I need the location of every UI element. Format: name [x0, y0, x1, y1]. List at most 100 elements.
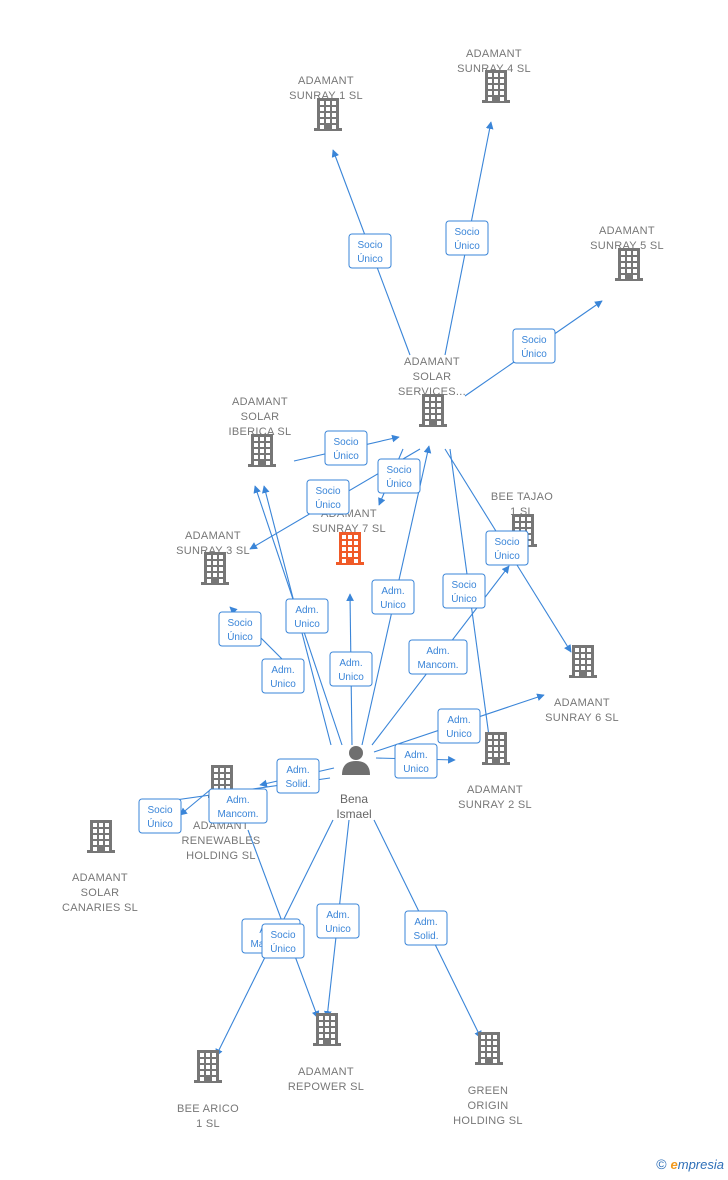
relationship-edge-label[interactable]: Adm.Unico	[261, 658, 305, 694]
edge-label-text: Único	[521, 347, 547, 360]
node-label-line: SOLAR	[241, 411, 280, 423]
node-label-line: ADAMANT	[298, 1066, 354, 1078]
building-icon	[615, 248, 643, 281]
edge-label-text: Único	[386, 477, 412, 490]
edge-label-box	[208, 788, 268, 824]
edge-label-text: Único	[147, 817, 173, 830]
edge-label-text: Único	[357, 252, 383, 265]
node-label-line: ADAMANT	[72, 872, 128, 884]
edge-label-text: Adm.	[271, 665, 294, 676]
node-label-line: HOLDING SL	[186, 850, 256, 862]
edge-label-box	[512, 328, 556, 364]
node-label-line: BEE ARICO	[177, 1103, 239, 1115]
edge-label-text: Unico	[338, 672, 364, 683]
building-icon	[419, 394, 447, 427]
edge-label-text: Socio	[147, 805, 172, 816]
node-label-line: CANARIES SL	[62, 902, 138, 914]
node-label-line: SERVICES...	[398, 386, 466, 398]
edge-label-box	[445, 220, 489, 256]
node-label-line: SUNRAY 3 SL	[176, 545, 250, 557]
edge-label-box	[285, 598, 329, 634]
empresia-brand[interactable]: © empresia	[656, 1156, 724, 1172]
edge-label-text: Unico	[403, 764, 429, 775]
edge-label-text: Adm.	[414, 917, 437, 928]
building-icon	[248, 434, 276, 467]
edge-label-text: Solid.	[413, 931, 438, 942]
edge-label-text: Socio	[386, 465, 411, 476]
relationship-edge-label[interactable]: Adm.Solid.	[276, 758, 320, 794]
copyright-symbol: ©	[656, 1156, 667, 1172]
node-label-line: REPOWER SL	[288, 1081, 364, 1093]
edge-label-text: Adm.	[381, 586, 404, 597]
edge-label-text: Adm.	[447, 715, 470, 726]
edge-label-text: Único	[494, 549, 520, 562]
edge-label-text: Adm.	[426, 646, 449, 657]
building-icon	[313, 1013, 341, 1046]
node-services[interactable]: ADAMANT SOLAR SERVICES...	[398, 356, 466, 427]
edge-label-text: Socio	[451, 580, 476, 591]
node-label-line: SUNRAY 2 SL	[458, 799, 532, 811]
edge-label-box	[408, 639, 468, 675]
edge-label-text: Adm.	[339, 658, 362, 669]
relationship-edge-label[interactable]: Adm. Solid.	[404, 910, 448, 946]
building-icon	[336, 532, 364, 565]
building-icon	[569, 645, 597, 678]
relationship-edge-label[interactable]: Adm.Unico	[371, 579, 415, 615]
node-label-line: ADAMANT	[599, 225, 655, 237]
brand-logo-initial: e	[670, 1156, 678, 1172]
edge-label-box	[316, 903, 360, 939]
edge-label-box	[371, 579, 415, 615]
node-label-line: RENEWABLES	[181, 835, 260, 847]
relationship-edge-label[interactable]: Adm.Unico	[437, 708, 481, 744]
node-label-line: ADAMANT	[298, 75, 354, 87]
relationship-edge-label[interactable]: Adm. Mancom.	[408, 639, 468, 675]
relationship-edge-label[interactable]: Adm.Mancom.	[208, 788, 268, 824]
edge-label-box	[218, 611, 262, 647]
node-label-line: SUNRAY 6 SL	[545, 712, 619, 724]
building-icon	[482, 732, 510, 765]
node-repower[interactable]: ADAMANT REPOWER SL	[288, 1013, 364, 1093]
node-label-line: SOLAR	[413, 371, 452, 383]
node-label-line: ADAMANT	[404, 356, 460, 368]
edge-label-text: Único	[315, 498, 341, 511]
edge-label-text: Unico	[325, 924, 351, 935]
relationship-edge-label[interactable]: Adm.Unico	[394, 743, 438, 779]
edge-label-box	[377, 458, 421, 494]
edge-label-box	[404, 910, 448, 946]
edge-label-text: Socio	[227, 618, 252, 629]
node-sunray2[interactable]: ADAMANT SUNRAY 2 SL	[458, 732, 532, 811]
building-icon	[194, 1050, 222, 1083]
edge-label-text: Socio	[521, 335, 546, 346]
relationship-edge-label[interactable]: Adm. Unico	[329, 651, 373, 687]
node-label-line: BEE TAJAO	[491, 491, 553, 503]
building-icon	[201, 552, 229, 585]
relationship-edge-label[interactable]: Adm.Unico	[285, 598, 329, 634]
edge-label-text: Mancom.	[417, 660, 458, 671]
relationship-edge-label[interactable]: Adm.Unico	[316, 903, 360, 939]
edge-label-box	[261, 658, 305, 694]
node-label-line: IBERICA SL	[229, 426, 292, 438]
node-label-line: ADAMANT	[467, 784, 523, 796]
